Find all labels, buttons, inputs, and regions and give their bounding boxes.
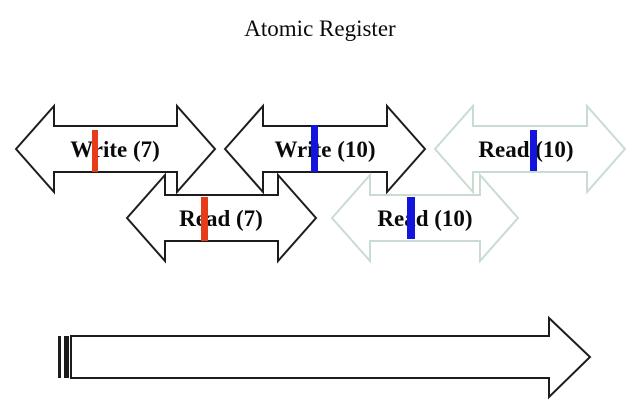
- read7-arrow: [125, 172, 318, 264]
- timeline: [58, 315, 592, 400]
- write10-label: Write (10): [274, 137, 375, 162]
- read10-second-linearization-tick: [407, 197, 415, 239]
- read10-first-linearization-tick: [530, 130, 537, 171]
- write7-linearization-tick: [92, 130, 98, 172]
- read10-second-operation: Read (10): [330, 172, 520, 264]
- read7-linearization-tick: [201, 197, 208, 241]
- write7-label: Write (7): [70, 137, 160, 162]
- timeline-arrow: [70, 315, 592, 400]
- write7-operation: Write (7): [14, 103, 217, 195]
- read10-first-label: Read (10): [478, 137, 573, 162]
- read10-second-arrow: [330, 172, 520, 264]
- timeline-stripe-1: [58, 336, 61, 378]
- read10-first-operation: Read (10): [433, 103, 627, 195]
- write10-arrow: [223, 103, 427, 195]
- timeline-stripe-2: [64, 336, 69, 378]
- write10-linearization-tick: [311, 125, 318, 172]
- read7-label: Read (7): [179, 206, 263, 231]
- write10-operation: Write (10): [223, 103, 427, 195]
- write7-arrow: [14, 103, 217, 195]
- page-title: Atomic Register: [244, 16, 396, 41]
- read7-operation: Read (7): [125, 172, 318, 264]
- read10-second-label: Read (10): [377, 206, 472, 231]
